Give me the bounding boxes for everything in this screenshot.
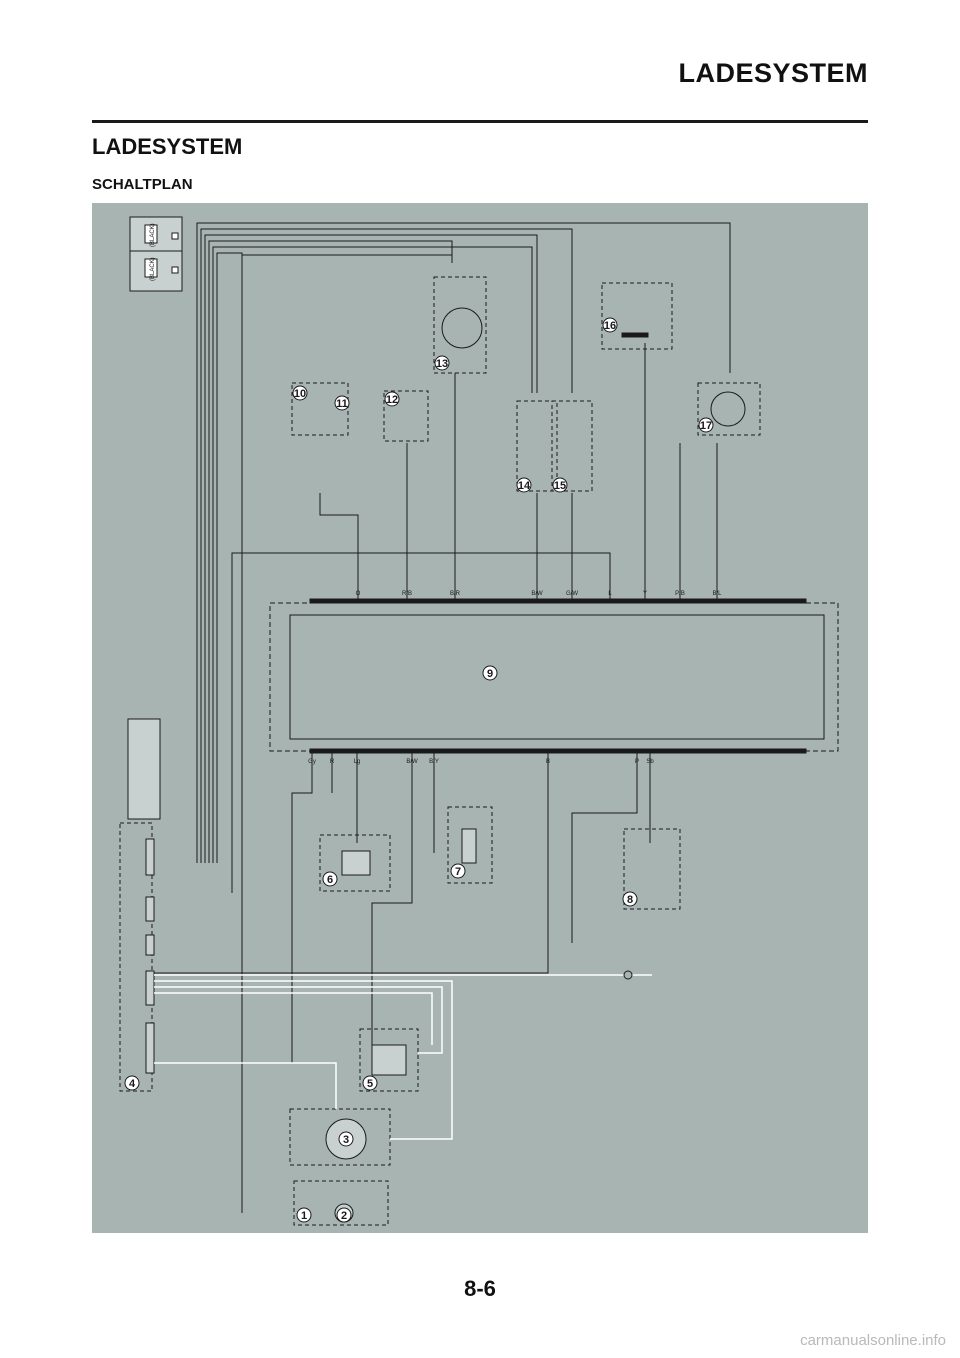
fuse-label: (BLACK) (150, 257, 156, 281)
wire-label: R/B (402, 591, 412, 597)
wire-label: P (635, 759, 639, 765)
wire-label: B/Y (429, 759, 439, 765)
wire-label: B/W (406, 759, 418, 765)
component-number: 1 (301, 1210, 307, 1222)
wire-label: B/R (450, 591, 461, 597)
header-rule (92, 120, 868, 123)
wire-label: Y (643, 591, 647, 597)
watermark: carmanualsonline.info (800, 1332, 946, 1349)
component-number: 4 (129, 1078, 136, 1090)
wire-label: B (546, 759, 550, 765)
wiring-diagram: 1 2 3 4 5 6 7 8 9 10 11 12 13 14 15 16 1… (92, 203, 868, 1233)
component-number: 2 (341, 1210, 347, 1222)
component-number: 14 (518, 480, 531, 492)
component-number: 3 (343, 1134, 349, 1146)
component-number: 8 (627, 894, 633, 906)
wire-label: B/W (531, 591, 543, 597)
component-number: 16 (604, 320, 616, 332)
section-title: LADESYSTEM (92, 134, 243, 159)
component-number: 12 (386, 394, 398, 406)
component-number: 13 (436, 358, 448, 370)
component-number: 5 (367, 1078, 373, 1090)
component-number: 6 (327, 874, 333, 886)
fuse-label: (BLACK) (150, 223, 156, 247)
component-number: 11 (336, 398, 348, 410)
component-number: 7 (455, 866, 461, 878)
wire-label: G/W (566, 591, 578, 597)
wire-label: Sb (646, 759, 654, 765)
wire-label: L (608, 591, 612, 597)
header-title: LADESYSTEM (678, 58, 868, 88)
wire-label: P/B (675, 591, 685, 597)
component-number: 10 (294, 388, 306, 400)
component-number: 9 (487, 668, 493, 680)
wire-label: O (356, 591, 361, 597)
component-number: 17 (700, 420, 712, 432)
wire-label: B/L (712, 591, 722, 597)
page-number: 8-6 (464, 1276, 496, 1301)
wire-label: R (330, 759, 335, 765)
wire-label: Gy (308, 759, 316, 765)
component-number: 15 (554, 480, 566, 492)
wire-label: Lg (354, 759, 361, 765)
subsection-title: SCHALTPLAN (92, 176, 193, 193)
